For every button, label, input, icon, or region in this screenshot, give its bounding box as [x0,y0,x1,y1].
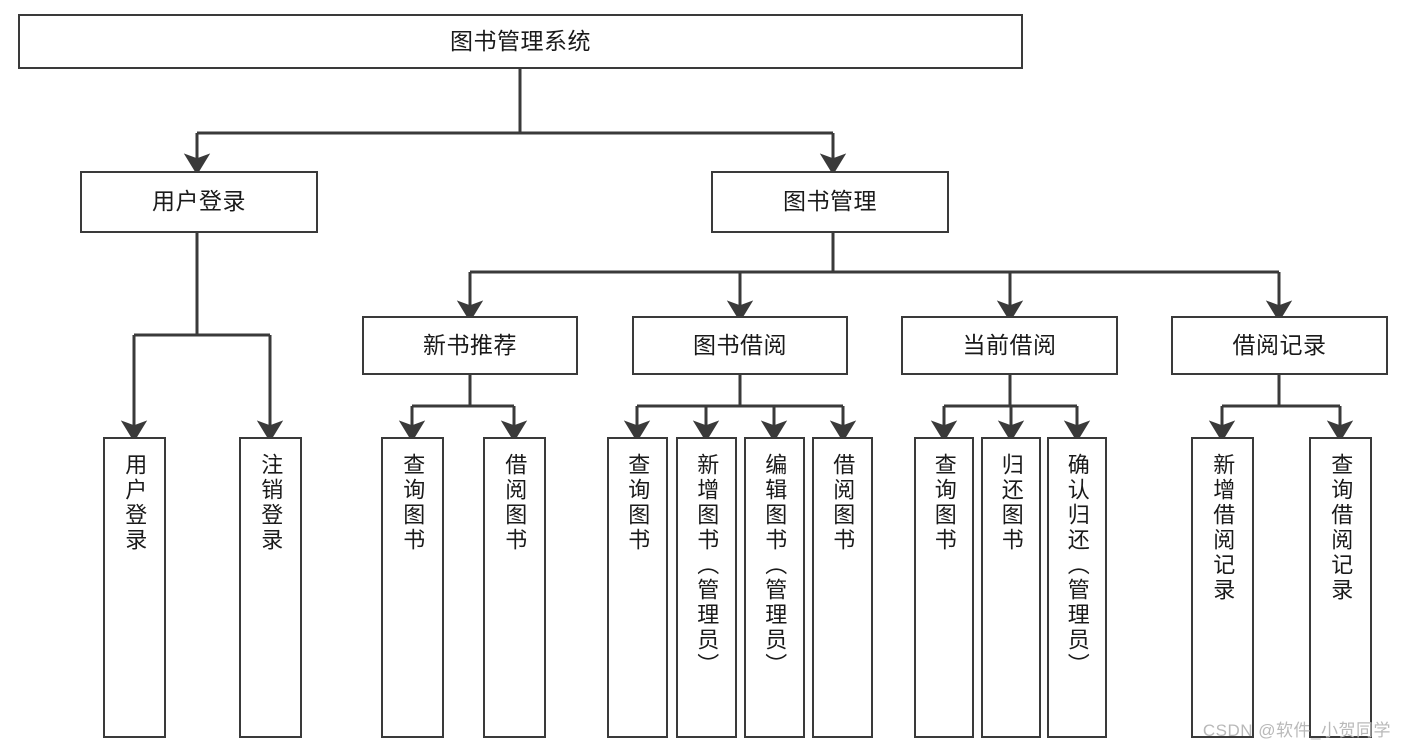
node-user-login[interactable]: 用户登录 [80,171,318,233]
node-label: 确认归还（管理员） [1064,453,1090,678]
node-label: 图书管理 [783,188,877,215]
leaf-current-query-book[interactable]: 查询图书 [914,437,974,738]
leaf-recommend-borrow-book[interactable]: 借阅图书 [483,437,546,738]
node-label: 借阅图书 [830,453,856,553]
node-label: 查询图书 [931,453,957,553]
node-label: 查询借阅记录 [1328,453,1354,603]
node-label: 编辑图书（管理员） [762,453,788,678]
leaf-user-logout[interactable]: 注销登录 [239,437,302,738]
node-borrow-record[interactable]: 借阅记录 [1171,316,1388,375]
leaf-borrow-borrow-book[interactable]: 借阅图书 [812,437,873,738]
node-label: 注销登录 [258,453,284,553]
node-book-management[interactable]: 图书管理 [711,171,949,233]
node-label: 查询图书 [625,453,651,553]
node-label: 图书管理系统 [450,27,591,54]
leaf-borrow-edit-book-admin[interactable]: 编辑图书（管理员） [744,437,805,738]
node-label: 新增图书（管理员） [694,453,720,678]
node-label: 借阅图书 [502,453,528,553]
leaf-borrow-query-book[interactable]: 查询图书 [607,437,668,738]
node-label: 图书借阅 [693,331,787,358]
node-label: 新增借阅记录 [1210,453,1236,603]
leaf-current-return-book[interactable]: 归还图书 [981,437,1041,738]
node-label: 查询图书 [400,453,426,553]
leaf-borrow-add-book-admin[interactable]: 新增图书（管理员） [676,437,737,738]
node-label: 借阅记录 [1232,331,1327,358]
leaf-record-query-borrow-record[interactable]: 查询借阅记录 [1309,437,1372,738]
node-label: 用户登录 [122,453,148,553]
node-current-borrow[interactable]: 当前借阅 [901,316,1118,375]
node-label: 新书推荐 [423,331,517,358]
node-root-system[interactable]: 图书管理系统 [18,14,1023,69]
node-book-borrow[interactable]: 图书借阅 [632,316,848,375]
leaf-recommend-query-book[interactable]: 查询图书 [381,437,444,738]
node-label: 当前借阅 [962,331,1057,358]
node-label: 用户登录 [152,188,246,215]
leaf-record-add-borrow-record[interactable]: 新增借阅记录 [1191,437,1254,738]
node-new-book-recommend[interactable]: 新书推荐 [362,316,578,375]
node-label: 归还图书 [998,453,1024,553]
leaf-current-confirm-return-admin[interactable]: 确认归还（管理员） [1047,437,1107,738]
leaf-user-login[interactable]: 用户登录 [103,437,166,738]
